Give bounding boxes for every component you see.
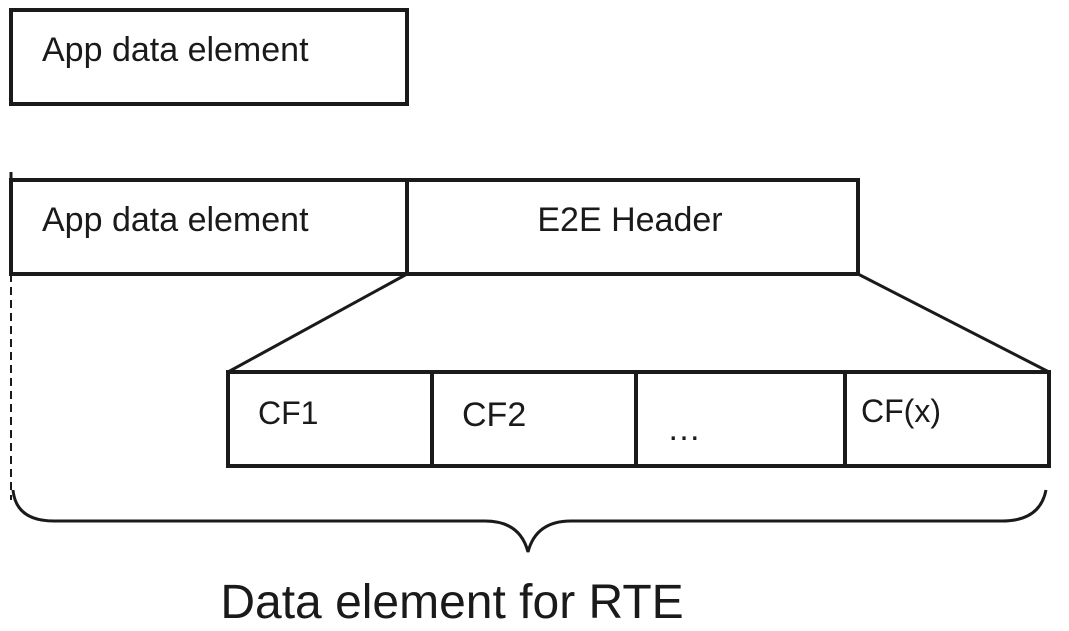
expansion-line-right (857, 272, 1050, 374)
header-field-cf1-box (226, 370, 434, 468)
header-field-ellipsis-label: … (667, 410, 701, 448)
e2e-header-label: E2E Header (537, 201, 722, 239)
data-element-caption: Data element for RTE (220, 576, 683, 629)
top-app-data-box (9, 8, 409, 106)
header-field-cfx-box (843, 370, 1051, 468)
header-field-cfx-label: CF(x) (861, 393, 941, 429)
composite-app-data-box (9, 178, 409, 276)
top-app-data-label: App data element (42, 31, 309, 69)
expansion-line-left (227, 272, 408, 374)
header-field-cf2-label: CF2 (462, 396, 526, 434)
composite-app-data-label: App data element (42, 201, 309, 239)
header-field-ellipsis-box (634, 370, 847, 468)
header-field-cf1-label: CF1 (258, 395, 318, 431)
data-element-brace (11, 489, 1048, 558)
e2e-header-box (405, 178, 860, 276)
header-field-cf2-box (430, 370, 638, 468)
